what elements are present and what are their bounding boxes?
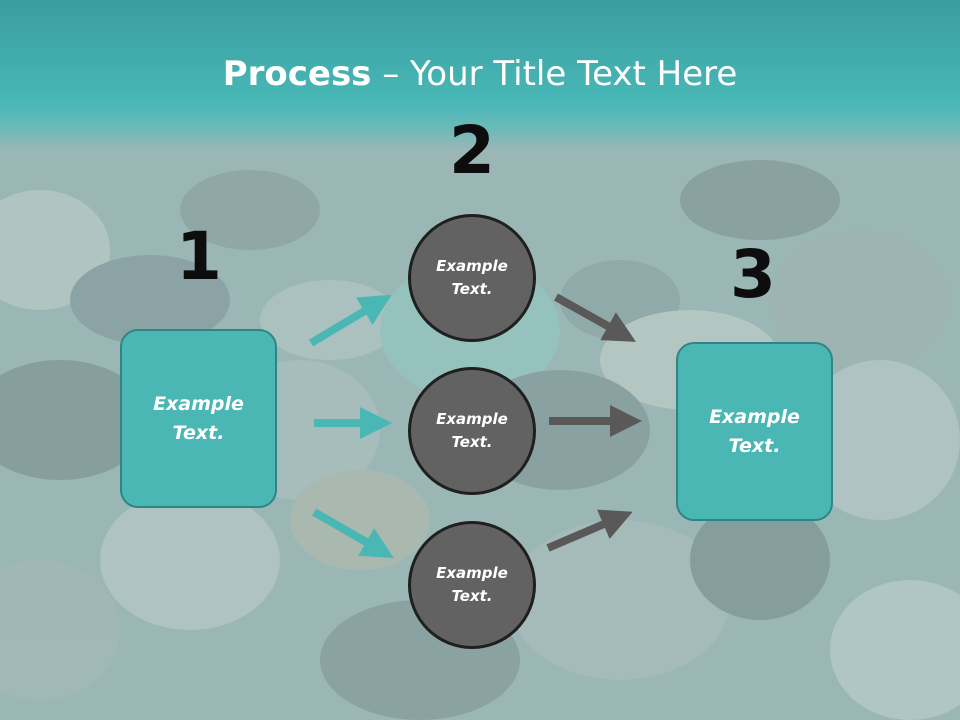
step-number-1: 1 xyxy=(176,218,222,295)
arrow-1-to-circle-bottom xyxy=(312,508,394,558)
step-1-box: Example Text. xyxy=(120,329,277,508)
step-3-label: Example Text. xyxy=(709,405,800,457)
step-3-box: Example Text. xyxy=(676,342,833,521)
arrow-circle-bottom-to-3 xyxy=(546,509,633,552)
circle-top-label: Example Text. xyxy=(436,257,508,298)
step-number-2: 2 xyxy=(449,112,495,189)
step-number-3: 3 xyxy=(730,236,776,313)
title-rest: – Your Title Text Here xyxy=(371,54,738,94)
step-2-circle-bottom: Example Text. xyxy=(408,521,536,649)
step-2-circle-top: Example Text. xyxy=(408,214,536,342)
step-1-label: Example Text. xyxy=(153,392,244,444)
arrow-circle-top-to-3 xyxy=(554,293,636,342)
title-bold: Process xyxy=(222,54,372,94)
title-banner: Process – Your Title Text Here xyxy=(0,0,960,150)
arrow-1-to-circle-top xyxy=(308,294,392,347)
slide-title: Process – Your Title Text Here xyxy=(0,52,960,96)
step-2-circle-middle: Example Text. xyxy=(408,367,536,495)
circle-bottom-label: Example Text. xyxy=(436,564,508,605)
circle-middle-label: Example Text. xyxy=(436,410,508,451)
